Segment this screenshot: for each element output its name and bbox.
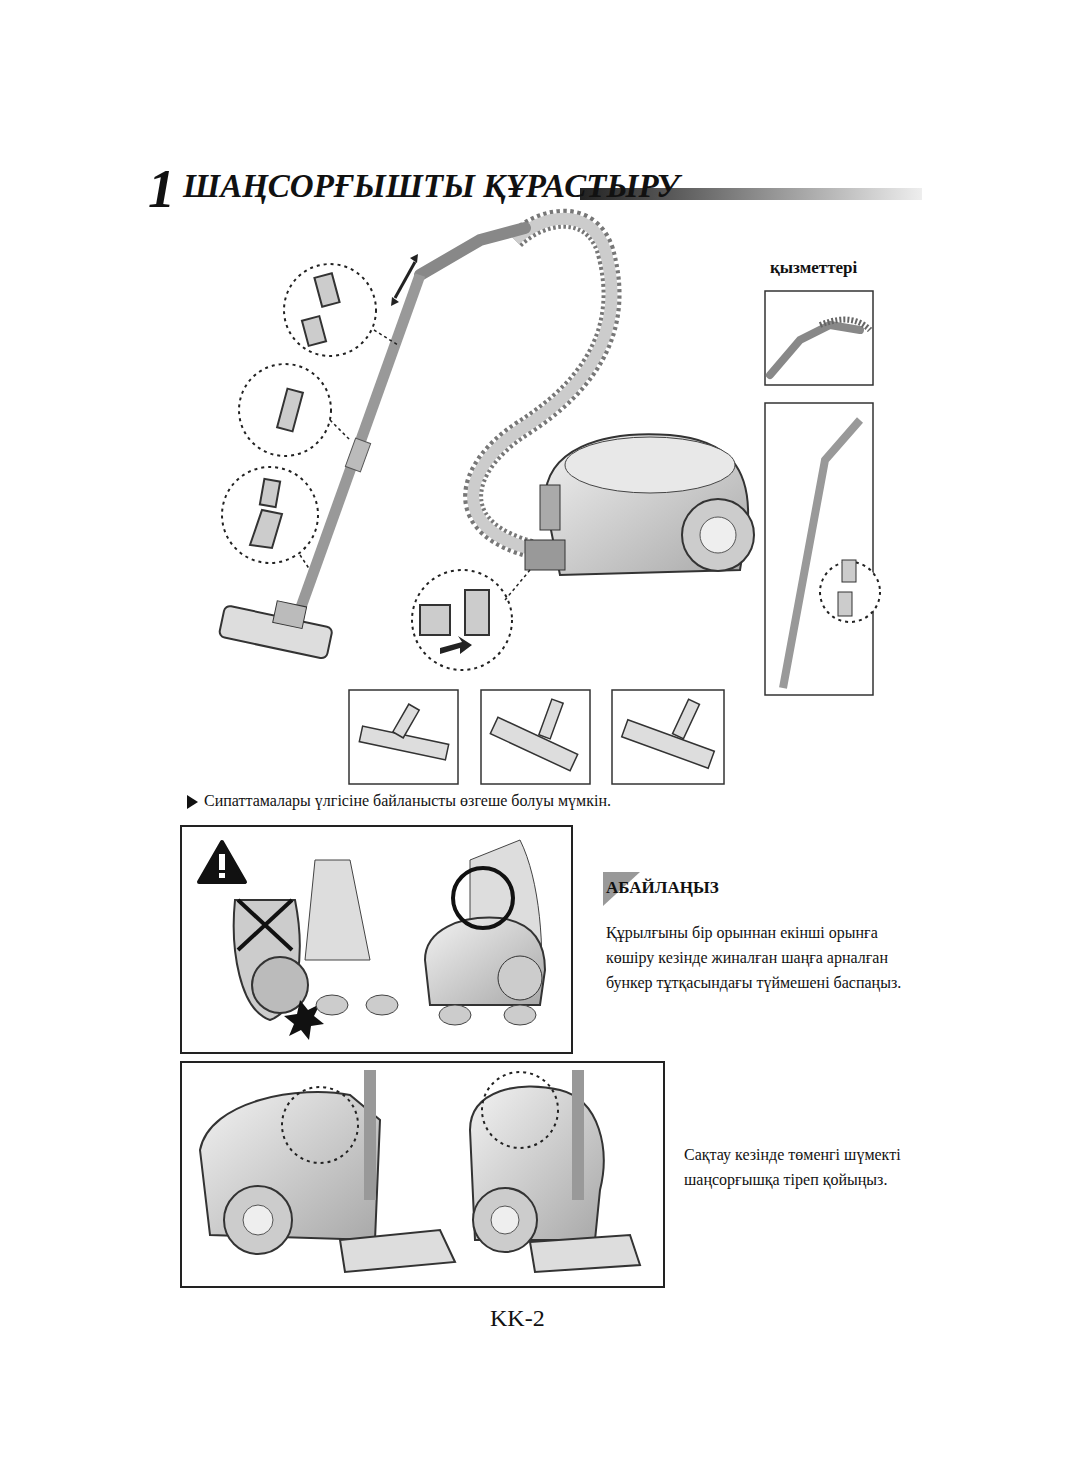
- panel: [765, 291, 873, 385]
- floor-nozzle: [219, 590, 336, 659]
- storage-box: [181, 1062, 664, 1287]
- storage-note: Сақтау кезінде төменгі шүмекті шаңсорғыш…: [684, 1142, 944, 1192]
- wand-clip: [345, 438, 370, 472]
- warning-box: [181, 826, 572, 1053]
- page-number: KK-2: [490, 1305, 545, 1332]
- nozzle-panels: [349, 690, 724, 784]
- note: Сипаттамалары үлгісіне байланысты өзгеше…: [204, 792, 611, 810]
- handle: [420, 228, 525, 275]
- detail-callouts: [222, 264, 512, 670]
- page-title: ШАҢСОРҒЫШТЫ ҚҰРАСТЫРУ: [183, 168, 679, 205]
- arrow: [395, 262, 415, 298]
- caution-heading: АБАЙЛАҢЫЗ: [606, 878, 719, 898]
- panel: [765, 403, 873, 695]
- section-number: 1: [148, 158, 175, 220]
- vacuum-body: [525, 434, 754, 575]
- bullet: [187, 795, 198, 809]
- detail-parts: [250, 273, 489, 635]
- caution-text: Құрылғыны бір орыннан екінші орынға көші…: [606, 920, 906, 995]
- feature-label: қызметтері: [770, 258, 857, 278]
